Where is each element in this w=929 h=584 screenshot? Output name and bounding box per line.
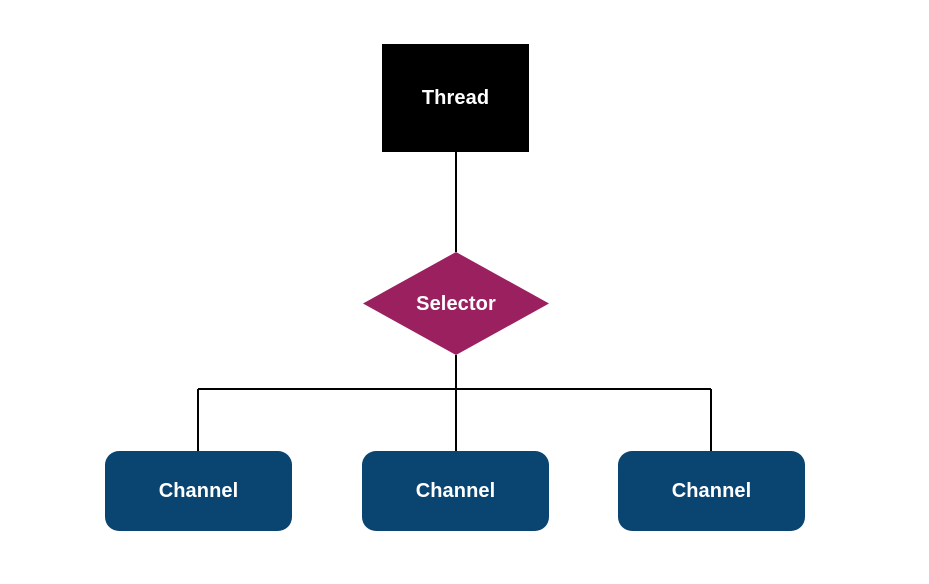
node-channel-2[interactable]: Channel	[362, 451, 549, 531]
node-selector-label: Selector	[416, 292, 496, 315]
node-channel-2-label: Channel	[415, 480, 496, 502]
node-channel-3-label: Channel	[671, 480, 752, 502]
node-channel-1-label: Channel	[158, 480, 239, 502]
node-channel-1[interactable]: Channel	[105, 451, 292, 531]
node-thread[interactable]: Thread	[382, 44, 529, 152]
node-thread-label: Thread	[421, 87, 490, 109]
node-selector[interactable]: Selector	[363, 252, 549, 355]
node-channel-3[interactable]: Channel	[618, 451, 805, 531]
